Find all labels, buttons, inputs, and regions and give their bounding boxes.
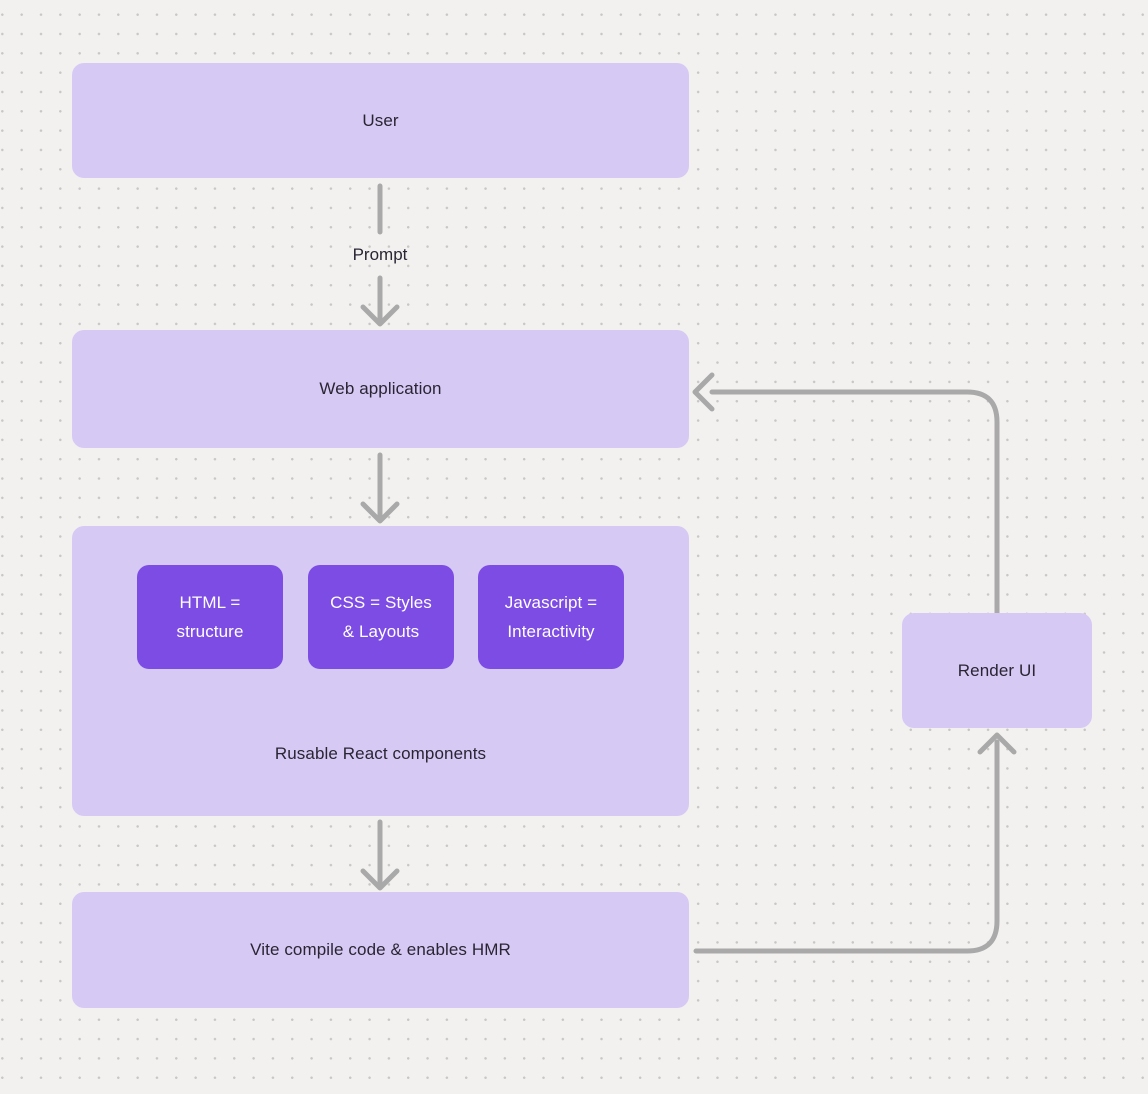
user-node-label: User (362, 110, 399, 130)
arrow-webapp-to-components (360, 452, 400, 524)
arrow-vite-to-renderui (693, 732, 1017, 954)
vite-node-label: Vite compile code & enables HMR (250, 940, 511, 959)
web-application-node-label: Web application (319, 379, 442, 398)
connector-line (709, 389, 1000, 616)
web-application-node: Web application (72, 330, 689, 448)
render-ui-node-label: Render UI (957, 660, 1037, 680)
html-node-label-line1: HTML = (179, 593, 241, 612)
arrow-components-to-vite (360, 819, 400, 891)
html-node-label-line2: structure (176, 622, 244, 641)
components-group-caption: Rusable React components (274, 744, 487, 763)
vite-node: Vite compile code & enables HMR (72, 892, 689, 1008)
user-node: User (72, 63, 689, 178)
arrowhead-up-icon (977, 732, 1017, 755)
css-node: CSS = Styles & Layouts (308, 565, 454, 669)
prompt-edge-label: Prompt (352, 245, 408, 264)
arrow-renderui-to-webapp (692, 372, 1000, 616)
html-node: HTML = structure (137, 565, 283, 669)
arrowhead-down-icon (360, 304, 400, 327)
javascript-node-label-line1: Javascript = (504, 593, 598, 612)
arrow-prompt-to-webapp (360, 275, 400, 327)
connector-line (693, 739, 1000, 954)
arrowhead-down-icon (360, 501, 400, 524)
css-node-label-line1: CSS = Styles (330, 593, 432, 612)
arrowhead-down-icon (360, 868, 400, 891)
components-group-node: HTML = structure CSS = Styles & Layouts … (72, 526, 689, 816)
arrowhead-left-icon (692, 372, 715, 412)
javascript-node: Javascript = Interactivity (478, 565, 624, 669)
render-ui-node: Render UI (902, 613, 1092, 728)
css-node-label-line2: & Layouts (342, 622, 420, 641)
javascript-node-label-line2: Interactivity (507, 622, 595, 641)
